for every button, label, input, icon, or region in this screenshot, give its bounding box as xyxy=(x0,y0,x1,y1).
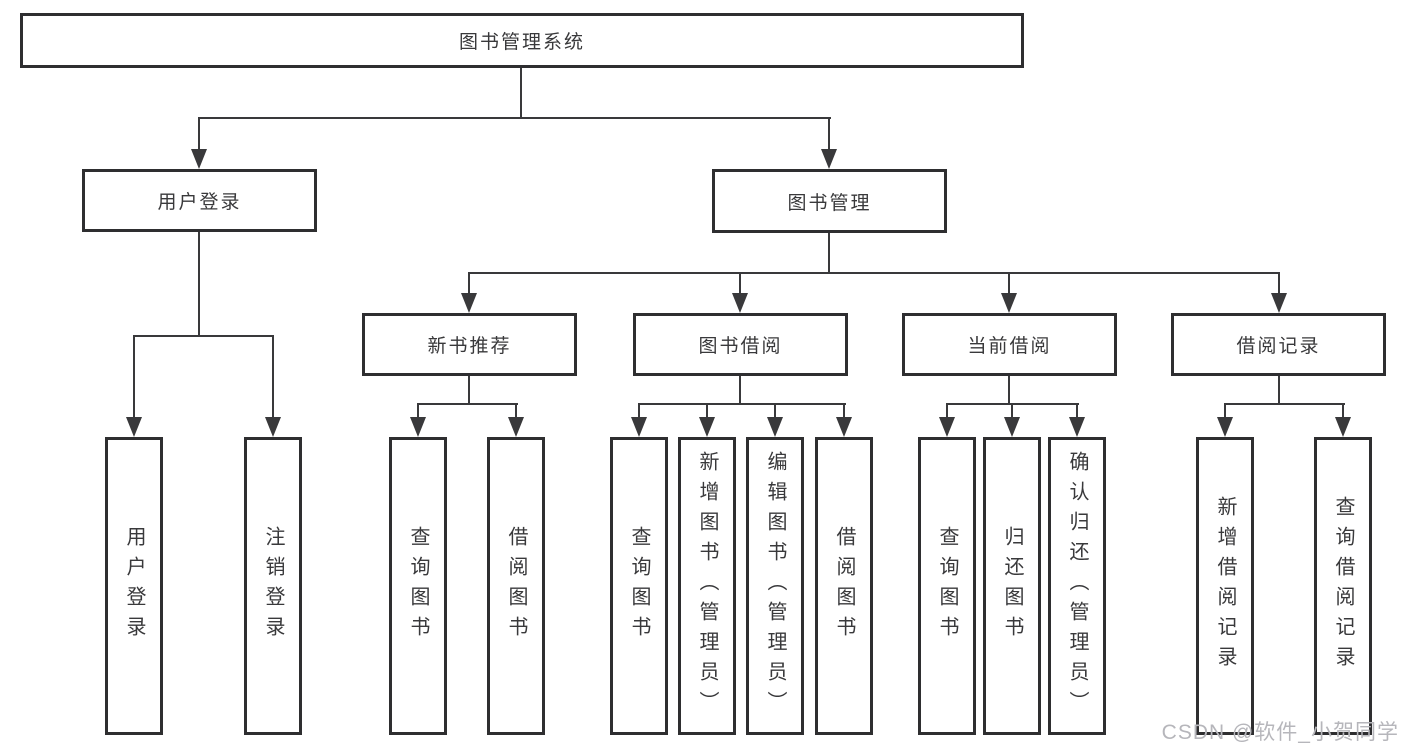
connector xyxy=(1076,403,1078,419)
node-br-add-record: 新增借阅记录 xyxy=(1196,437,1254,735)
node-book-borrow: 图书借阅 xyxy=(633,313,848,376)
node-cb-confirm-return-label: 确认归还（管理员） xyxy=(1066,451,1088,721)
connector xyxy=(469,272,1280,274)
arrowhead-icon xyxy=(126,417,142,437)
node-book-management: 图书管理 xyxy=(712,169,947,233)
connector xyxy=(1278,375,1280,405)
connector xyxy=(828,232,830,273)
node-cb-query-book: 查询图书 xyxy=(918,437,976,735)
connector xyxy=(133,335,135,419)
connector xyxy=(638,403,846,405)
node-cb-confirm-return: 确认归还（管理员） xyxy=(1048,437,1106,735)
node-bb-borrow-book-label: 借阅图书 xyxy=(833,526,855,646)
connector xyxy=(1008,375,1010,405)
connector xyxy=(774,403,776,419)
node-current-borrow: 当前借阅 xyxy=(902,313,1117,376)
connector xyxy=(272,335,274,419)
connector xyxy=(828,117,830,153)
node-user-login: 用户登录 xyxy=(82,169,317,232)
connector xyxy=(1008,272,1010,295)
connector xyxy=(1224,403,1345,405)
node-leaf-user-login: 用户登录 xyxy=(105,437,163,735)
node-bb-query-book-label: 查询图书 xyxy=(628,526,650,646)
node-new-book-recommend-label: 新书推荐 xyxy=(427,336,512,357)
arrowhead-icon xyxy=(265,417,281,437)
node-leaf-logout: 注销登录 xyxy=(244,437,302,735)
node-root-label: 图书管理系统 xyxy=(458,32,585,53)
connector xyxy=(417,403,518,405)
connector xyxy=(198,117,831,119)
connector xyxy=(638,403,640,419)
arrowhead-icon xyxy=(836,417,852,437)
node-root: 图书管理系统 xyxy=(20,13,1024,68)
node-rec-query-book-label: 查询图书 xyxy=(407,526,429,646)
arrowhead-icon xyxy=(699,417,715,437)
node-borrow-records-label: 借阅记录 xyxy=(1236,336,1321,357)
connector xyxy=(1011,403,1013,419)
arrowhead-icon xyxy=(1001,293,1017,313)
watermark: CSDN @软件_小贺同学 xyxy=(1161,721,1399,744)
arrowhead-icon xyxy=(191,149,207,169)
node-book-management-label: 图书管理 xyxy=(787,192,872,214)
connector xyxy=(468,375,470,405)
connector xyxy=(520,68,522,119)
arrowhead-icon xyxy=(461,293,477,313)
arrowhead-icon xyxy=(732,293,748,313)
node-borrow-records: 借阅记录 xyxy=(1171,313,1386,376)
node-cb-return-book: 归还图书 xyxy=(983,437,1041,735)
connector xyxy=(843,403,845,419)
connector xyxy=(1278,272,1280,295)
arrowhead-icon xyxy=(410,417,426,437)
node-rec-borrow-book-label: 借阅图书 xyxy=(505,526,527,646)
node-bb-edit-book-label: 编辑图书（管理员） xyxy=(764,451,786,721)
node-leaf-logout-label: 注销登录 xyxy=(262,526,284,646)
connector xyxy=(133,335,274,337)
node-book-borrow-label: 图书借阅 xyxy=(698,336,783,357)
node-leaf-user-login-label: 用户登录 xyxy=(123,526,145,646)
node-current-borrow-label: 当前借阅 xyxy=(967,336,1052,357)
connector xyxy=(1224,403,1226,419)
arrowhead-icon xyxy=(1335,417,1351,437)
arrowhead-icon xyxy=(1217,417,1233,437)
connector xyxy=(198,117,200,153)
arrowhead-icon xyxy=(508,417,524,437)
connector xyxy=(198,232,200,336)
node-bb-query-book: 查询图书 xyxy=(610,437,668,735)
arrowhead-icon xyxy=(939,417,955,437)
connector xyxy=(706,403,708,419)
connector xyxy=(515,403,517,419)
arrowhead-icon xyxy=(767,417,783,437)
node-br-add-record-label: 新增借阅记录 xyxy=(1214,496,1236,676)
node-rec-query-book: 查询图书 xyxy=(389,437,447,735)
node-bb-borrow-book: 借阅图书 xyxy=(815,437,873,735)
arrowhead-icon xyxy=(1004,417,1020,437)
node-cb-return-book-label: 归还图书 xyxy=(1001,526,1023,646)
node-br-query-record: 查询借阅记录 xyxy=(1314,437,1372,735)
node-bb-edit-book: 编辑图书（管理员） xyxy=(746,437,804,735)
arrowhead-icon xyxy=(631,417,647,437)
connector xyxy=(946,403,948,419)
node-user-login-label: 用户登录 xyxy=(157,192,242,213)
node-cb-query-book-label: 查询图书 xyxy=(936,526,958,646)
arrowhead-icon xyxy=(1271,293,1287,313)
node-new-book-recommend: 新书推荐 xyxy=(362,313,577,376)
arrowhead-icon xyxy=(821,149,837,169)
connector xyxy=(468,272,470,295)
node-bb-add-book-label: 新增图书（管理员） xyxy=(696,451,718,721)
arrowhead-icon xyxy=(1069,417,1085,437)
connector xyxy=(417,403,419,419)
connector xyxy=(739,375,741,405)
node-br-query-record-label: 查询借阅记录 xyxy=(1332,496,1354,676)
node-rec-borrow-book: 借阅图书 xyxy=(487,437,545,735)
connector xyxy=(1342,403,1344,419)
connector xyxy=(739,272,741,295)
node-bb-add-book: 新增图书（管理员） xyxy=(678,437,736,735)
